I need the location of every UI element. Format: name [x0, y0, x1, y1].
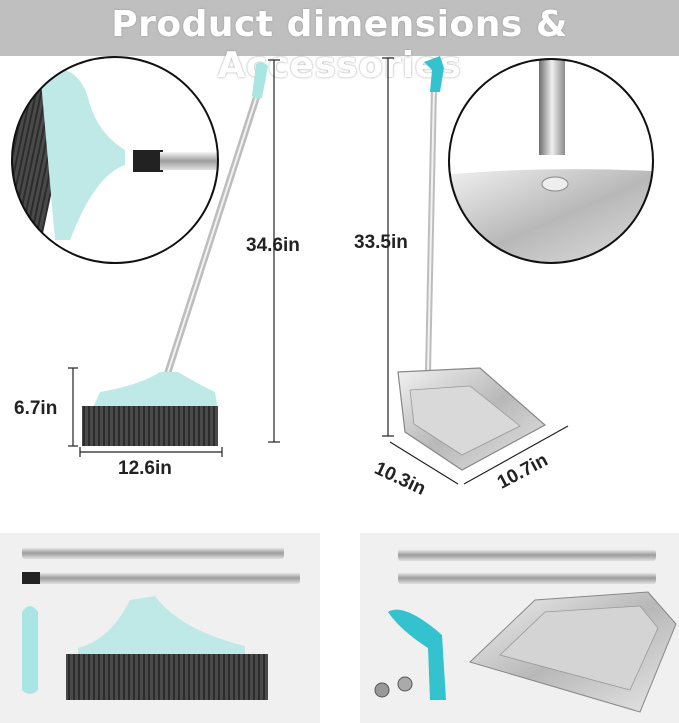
dustpan-detail-circle — [448, 58, 654, 264]
dustpan — [397, 56, 547, 471]
dustpan-dimension-lines — [382, 57, 569, 485]
broom-handle-length-label: 34.6in — [246, 235, 300, 256]
broom-pole-segment — [22, 547, 284, 559]
screw-part — [374, 682, 390, 698]
broom-grip-part — [22, 606, 38, 694]
broom-parts — [22, 547, 300, 700]
broom-bristles — [82, 406, 218, 446]
dustpan-clip-part — [388, 609, 446, 700]
dustpan-handle-length-label: 33.5in — [354, 232, 408, 253]
broom-head-height-label: 6.7in — [14, 398, 58, 419]
broom — [82, 62, 268, 446]
broom-detail-circle — [11, 56, 219, 264]
nut-part — [397, 676, 413, 692]
broom-head-part — [78, 596, 245, 658]
dustpan-pole-segment — [398, 549, 656, 561]
broom-pole-segment — [22, 572, 300, 584]
dustpan-parts — [374, 549, 677, 713]
page-title: Product dimensions & Accessories — [111, 4, 568, 86]
dustpan-pole-segment — [398, 572, 656, 584]
broom-dimension-lines — [68, 59, 280, 457]
title-banner — [0, 0, 679, 56]
dustpan-clip — [424, 56, 444, 92]
broom-head-width-label: 12.6in — [118, 458, 172, 479]
broom-handle-grip — [252, 62, 268, 99]
